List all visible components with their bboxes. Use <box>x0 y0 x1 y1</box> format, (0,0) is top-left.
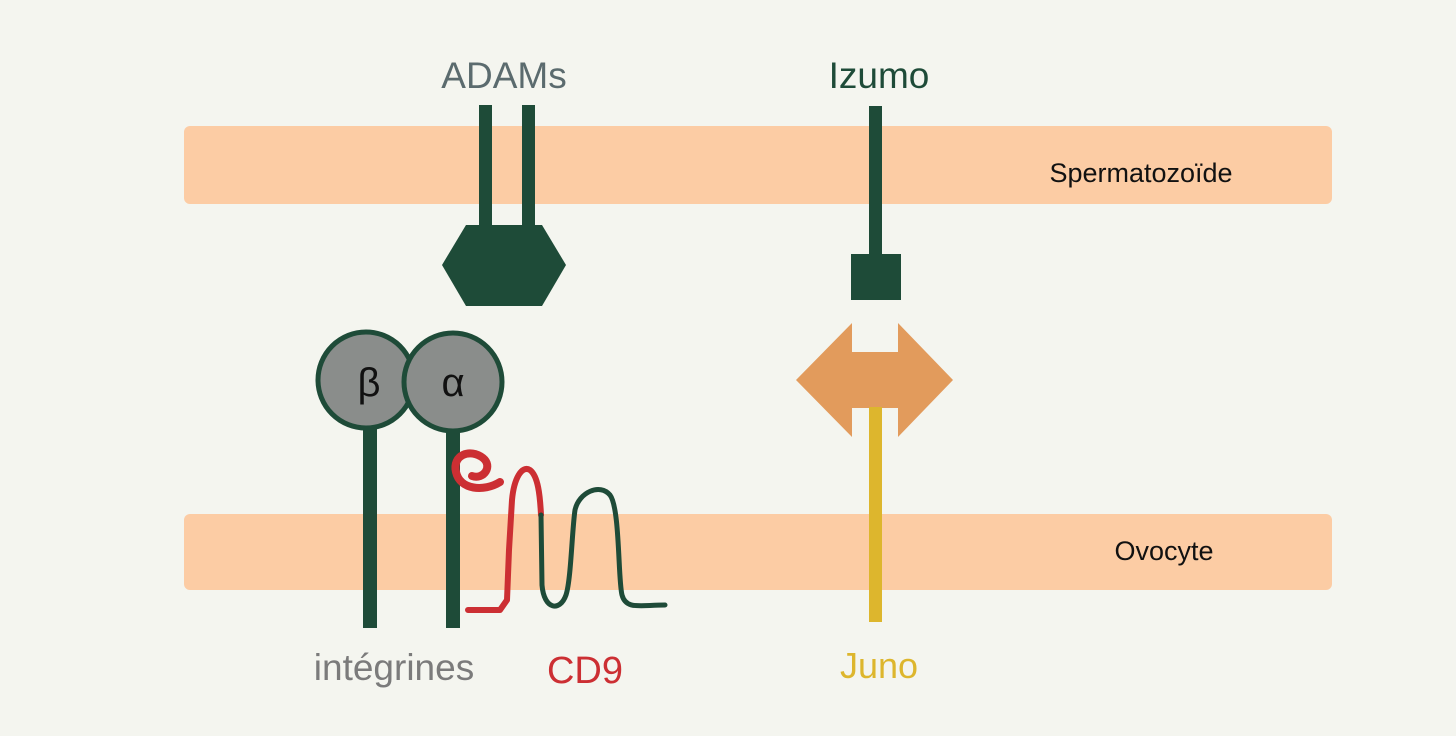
oocyte-membrane <box>184 514 1332 590</box>
izumo-head <box>851 254 901 300</box>
spermatozoide-label: Spermatozoïde <box>1049 158 1232 188</box>
juno-label: Juno <box>840 645 918 686</box>
sperm-membrane <box>184 126 1332 204</box>
cd9-label: CD9 <box>547 650 623 692</box>
binding-double-arrow <box>796 323 953 437</box>
izumo-protein <box>851 106 901 300</box>
cd9-green-segment <box>538 487 668 609</box>
integrin-beta-stalk <box>363 420 377 628</box>
ovocyte-label: Ovocyte <box>1114 536 1213 566</box>
cd9-protein <box>451 449 668 613</box>
juno-protein <box>869 407 882 622</box>
izumo-label: Izumo <box>829 55 930 96</box>
adams-hexagon <box>442 225 566 306</box>
cd9-red-segment <box>465 466 544 613</box>
integrines-label: intégrines <box>314 647 474 688</box>
beta-label: β <box>357 361 380 405</box>
adams-protein <box>442 105 566 306</box>
integrin-alpha-head <box>401 330 505 434</box>
adams-label: ADAMs <box>441 55 566 96</box>
alpha-label: α <box>441 361 464 405</box>
cd9-red-curl <box>451 449 504 492</box>
